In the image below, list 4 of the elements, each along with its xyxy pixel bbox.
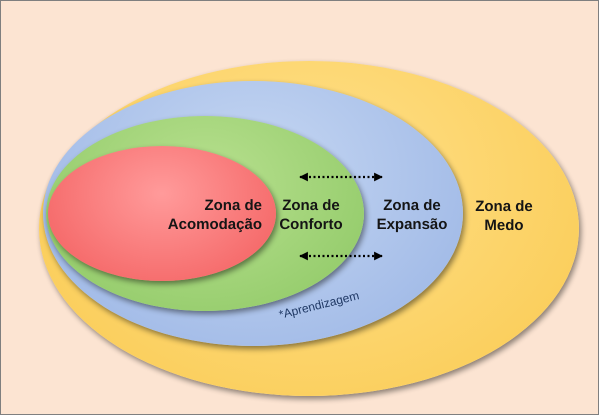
zone-label: Zona de Expansão (376, 196, 448, 234)
zone-label: Zona de Conforto (278, 196, 344, 234)
zone-label: Zona de Medo (474, 197, 534, 235)
zone-label: Zona de Acomodação (166, 196, 262, 234)
